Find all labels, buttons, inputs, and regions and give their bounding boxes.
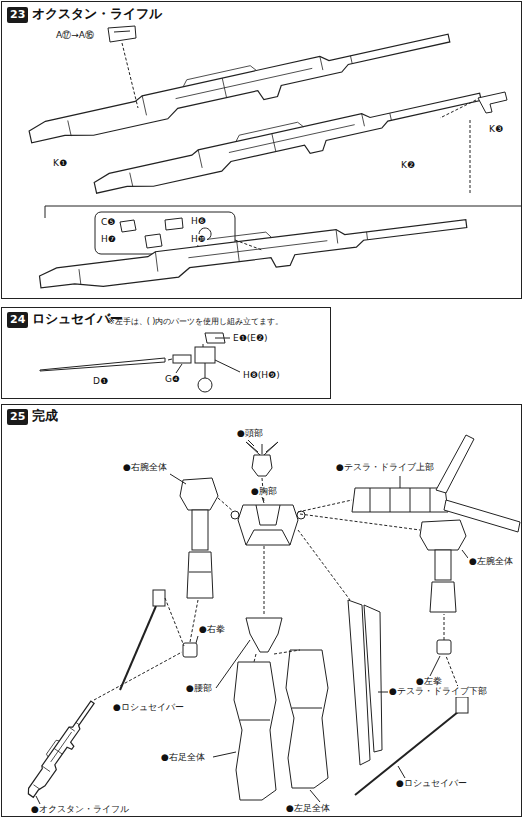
leader-line [168, 338, 240, 378]
part-label: ●ロシュセイバー [395, 778, 468, 789]
leader-line [235, 240, 262, 250]
saber [120, 606, 156, 690]
part-label: ●左腕全体 [468, 556, 514, 567]
part-label: H❽(H❾) [242, 370, 281, 381]
rifle-assembled [38, 208, 469, 296]
part-label: K❶ [52, 158, 68, 169]
small-part [108, 26, 136, 42]
rifle-complete [22, 698, 101, 800]
leader-line [170, 440, 264, 643]
chest [231, 511, 239, 519]
step-number: 25 [7, 409, 28, 425]
leader-line [440, 100, 476, 118]
part-label: ●テスラ・ドライブ上部 [335, 462, 435, 473]
leader-line [254, 650, 300, 662]
chest [231, 505, 305, 545]
leader-line [218, 498, 234, 512]
illustration [22, 22, 522, 804]
part-label: ●右拳 [198, 624, 226, 635]
step-note: ※左手は、( )内のパーツを使用し組み立てます。 [108, 317, 284, 327]
part-label: H❼ [100, 234, 117, 245]
right-arm [187, 552, 213, 598]
leader-line [470, 120, 471, 195]
head [246, 442, 278, 455]
waist [246, 618, 282, 652]
part-label: ●腰部 [185, 683, 213, 694]
part-label: ●ロシュセイバー [112, 702, 185, 713]
left-leg [286, 650, 328, 788]
left-arm [420, 520, 466, 550]
leader-line [430, 656, 440, 676]
rifle-half-k1 [26, 22, 454, 150]
saber-hilt [456, 697, 468, 713]
chest [238, 505, 298, 545]
head [246, 442, 278, 476]
leader-line [122, 43, 138, 108]
step-title: 完成 [32, 408, 58, 424]
step-number: 23 [7, 7, 28, 23]
part-label: E❶(E❷) [232, 333, 269, 344]
leader-line [264, 546, 265, 616]
right-leg [234, 662, 276, 800]
left-arm [430, 582, 456, 612]
part-label: ●オクスタン・ライフル [30, 804, 130, 815]
leader-line [300, 514, 420, 530]
part-label: K❸ [488, 124, 504, 135]
saber-hilt [153, 590, 165, 606]
leader-line [165, 598, 184, 646]
part-label: ●頭部 [236, 428, 264, 439]
step-panel: 24ロシュセイバー※左手は、( )内のパーツを使用し組み立てます。 [1, 307, 331, 399]
leader-line [213, 752, 320, 802]
rifle-half-k2 [91, 82, 484, 200]
left-arm [435, 550, 451, 580]
part-label: H❻ [190, 216, 207, 227]
leader-line [444, 614, 445, 640]
part-label: ●胸部 [250, 486, 278, 497]
rod-part [478, 92, 507, 113]
saber-part [173, 355, 191, 363]
leader-line [94, 652, 182, 700]
head [252, 455, 272, 476]
right-arm [192, 510, 208, 550]
step-panel: 23オクスタン・ライフル [1, 1, 522, 299]
left-fist [437, 640, 451, 654]
tesla-drive-lower [364, 605, 382, 752]
leader-line [190, 600, 198, 642]
chest [246, 505, 290, 545]
saber-blade [40, 358, 165, 371]
right-arm [180, 478, 218, 510]
part-label: ●左足全体 [285, 803, 331, 814]
leader-line [378, 692, 388, 693]
step-number: 24 [7, 312, 28, 328]
right-fist [183, 643, 197, 657]
leader-line [36, 796, 40, 804]
tesla-wing [436, 435, 474, 493]
step-panel: 25完成 [1, 404, 522, 817]
part-label: C❺ [100, 217, 116, 228]
step-title: オクスタン・ライフル [32, 6, 162, 22]
part-label: ●テスラ・ドライブ下部 [388, 686, 488, 697]
tesla-drive-upper [352, 488, 448, 512]
saber-part [195, 347, 215, 363]
part-label: D❶ [92, 376, 109, 387]
leader-line [298, 530, 350, 600]
part-label: A⑰→A⑯ [55, 30, 95, 41]
part-label: ●右足全体 [160, 752, 206, 763]
part-label: K❷ [400, 160, 416, 171]
part-label: ●右腕全体 [122, 462, 168, 473]
leader-line [298, 500, 352, 512]
part-label: G❹ [164, 374, 181, 385]
leader-line [400, 476, 401, 488]
part-label: H❿ [190, 234, 207, 245]
fist-part [198, 378, 212, 392]
leader-line [398, 766, 405, 778]
